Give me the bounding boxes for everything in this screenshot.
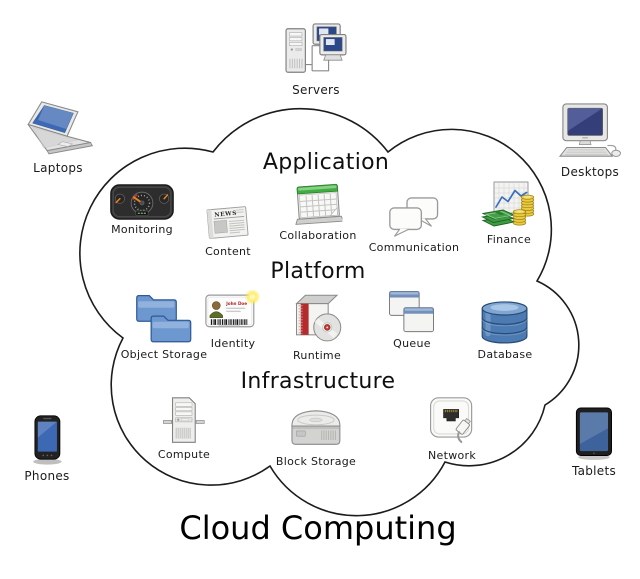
communication-icon (389, 197, 439, 237)
coin-stacks (520, 194, 535, 217)
monitoring-icon (110, 184, 174, 220)
monitoring-label: Monitoring (111, 223, 173, 236)
service-content: NEWS Content (204, 203, 252, 259)
database-label: Database (477, 348, 533, 361)
service-queue: Queue (387, 290, 437, 351)
block-storage-icon (291, 410, 341, 445)
service-finance: Finance (481, 180, 537, 247)
communication-label: Communication (368, 241, 460, 254)
service-block-storage: Block Storage (276, 406, 356, 469)
service-monitoring: Monitoring (110, 184, 174, 237)
service-network: Network (426, 396, 478, 463)
diagram-title: Cloud Computing (179, 509, 457, 547)
service-collaboration: Collaboration (279, 182, 356, 243)
identity-label: Identity (210, 337, 256, 350)
service-object-storage: Object Storage (121, 291, 208, 362)
desktops-label: Desktops (560, 165, 620, 179)
device-laptops: Laptops (20, 100, 96, 176)
compute-label: Compute (157, 448, 211, 461)
layer-title-infrastructure: Infrastructure (240, 369, 396, 394)
service-identity: John Doe Identity (204, 287, 262, 351)
coin-stack-front (512, 209, 527, 226)
collaboration-icon (294, 183, 342, 225)
block-storage-label: Block Storage (275, 455, 357, 468)
device-desktops: Desktops (557, 102, 623, 180)
object-storage-icon (136, 295, 192, 343)
servers-icon (285, 23, 347, 73)
collaboration-label: Collaboration (279, 229, 357, 242)
queue-icon (389, 290, 434, 333)
queue-label: Queue (393, 337, 431, 350)
laptops-icon (27, 101, 94, 155)
device-phones: Phones (24, 414, 69, 484)
finance-label: Finance (486, 233, 532, 246)
money-notes (481, 209, 516, 227)
service-compute: Compute (158, 396, 210, 462)
tablets-icon (575, 407, 613, 460)
servers-label: Servers (292, 83, 340, 97)
desktops-icon (558, 103, 621, 157)
finance-icon (481, 181, 535, 227)
identity-icon: John Doe (205, 289, 261, 328)
runtime-label: Runtime (292, 349, 342, 362)
ethernet-plug (455, 417, 471, 444)
tablets-label: Tablets (571, 464, 617, 478)
layer-title-application: Application (262, 150, 390, 175)
service-communication: Communication (369, 196, 460, 255)
layer-title-platform: Platform (270, 259, 366, 284)
laptops-label: Laptops (33, 161, 83, 175)
phones-icon (32, 415, 62, 465)
ethernet-port (443, 409, 459, 422)
phones-label: Phones (24, 469, 70, 483)
news-headline: NEWS (214, 211, 237, 219)
avatar (211, 301, 221, 310)
runtime-icon (295, 294, 342, 342)
device-servers: Servers (284, 22, 348, 98)
database-icon (482, 301, 528, 344)
compute-icon (163, 397, 205, 443)
service-runtime: Runtime (289, 292, 345, 363)
identity-name-text: John Doe (225, 301, 247, 306)
content-label: Content (205, 245, 251, 258)
network-label: Network (427, 449, 477, 462)
content-icon: NEWS (206, 206, 249, 239)
network-icon (429, 397, 473, 444)
service-database: Database (478, 298, 533, 362)
object-storage-label: Object Storage (120, 348, 208, 361)
device-tablets: Tablets (572, 406, 616, 479)
